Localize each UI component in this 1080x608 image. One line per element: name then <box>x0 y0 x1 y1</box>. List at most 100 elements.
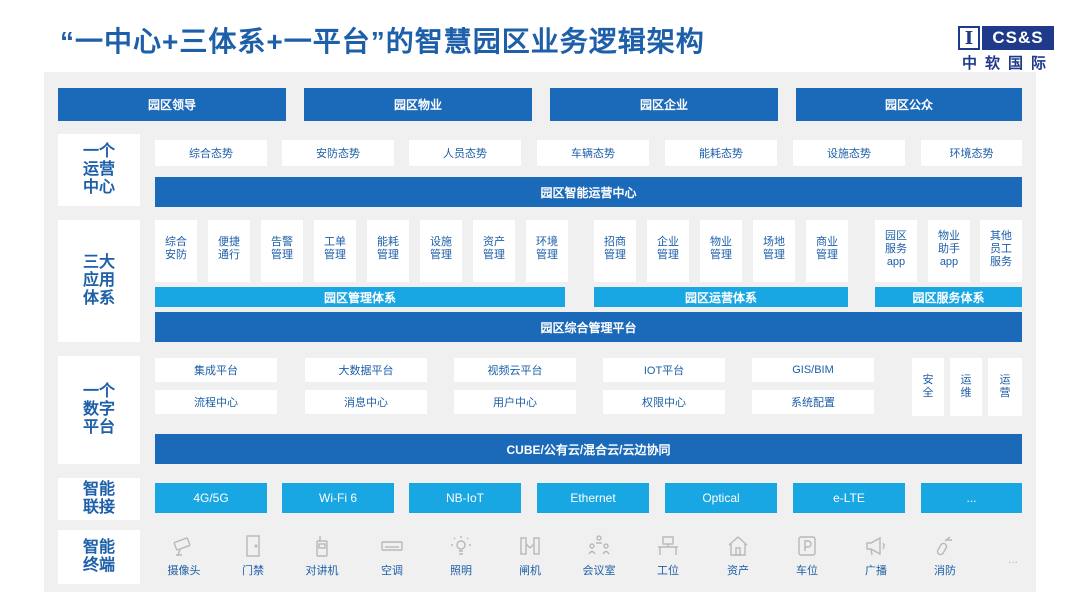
terminal-label: 照明 <box>450 565 472 577</box>
terminal-asset: 资产 <box>708 532 768 588</box>
app-asset: 资产 管理 <box>473 220 515 282</box>
fire-extinguisher-icon <box>936 536 952 556</box>
connect-more: ... <box>921 483 1022 513</box>
terminal-broadcast: 广播 <box>846 532 906 588</box>
integrated-management-platform-bar: 园区综合管理平台 <box>155 312 1022 342</box>
terminal-walkie-talkie: 对讲机 <box>292 532 352 588</box>
app-property: 物业 管理 <box>700 220 742 282</box>
ops-item-people: 人员态势 <box>409 140 521 166</box>
park-service-system: 园区服务体系 <box>875 287 1022 307</box>
platform-iot: IOT平台 <box>603 358 725 382</box>
app-park-service: 园区 服务 app <box>875 220 917 282</box>
security-box: 安 全 <box>912 358 944 416</box>
logo-chinese-name: 中软国际 <box>961 55 1054 72</box>
terminal-label: 空调 <box>381 565 403 577</box>
terminal-label: 资产 <box>727 565 749 577</box>
app-property-assistant: 物业 助手 app <box>928 220 970 282</box>
ops-item-security: 安防态势 <box>282 140 394 166</box>
app-environment: 环境 管理 <box>526 220 568 282</box>
connect-4g5g: 4G/5G <box>155 483 267 513</box>
digital-platform-label: 一个 数字 平台 <box>58 356 140 464</box>
operations-box: 运 营 <box>988 358 1022 416</box>
terminal-camera: 摄像头 <box>154 532 214 588</box>
asset-icon <box>728 536 748 556</box>
center-workflow: 流程中心 <box>155 390 277 414</box>
maintenance-box: 运 维 <box>950 358 982 416</box>
connect-wifi6: Wi-Fi 6 <box>282 483 394 513</box>
terminal-label: 闸机 <box>519 565 541 577</box>
logo-mark: I <box>958 26 980 50</box>
terminal-air-conditioner: 空调 <box>362 532 422 588</box>
ops-item-energy: 能耗态势 <box>665 140 777 166</box>
terminal-lighting: 照明 <box>431 532 491 588</box>
camera-icon <box>173 537 191 556</box>
terminal-label: 工位 <box>657 565 679 577</box>
terminal-meeting-room: 会议室 <box>569 532 629 588</box>
air-conditioner-icon <box>381 541 403 551</box>
terminal-parking: 车位 <box>777 532 837 588</box>
meeting-room-icon <box>588 535 610 555</box>
park-operation-system: 园区运营体系 <box>594 287 848 307</box>
terminal-label: 门禁 <box>242 565 264 577</box>
app-access: 便捷 通行 <box>208 220 250 282</box>
workstation-icon <box>658 536 678 555</box>
terminal-label: 消防 <box>934 565 956 577</box>
terminal-label: 摄像头 <box>167 565 201 577</box>
park-management-system: 园区管理体系 <box>155 287 565 307</box>
app-energy: 能耗 管理 <box>367 220 409 282</box>
terminal-workstation: 工位 <box>638 532 698 588</box>
role-public: 园区公众 <box>796 88 1022 121</box>
ops-item-facility: 设施态势 <box>793 140 905 166</box>
ops-item-vehicle: 车辆态势 <box>537 140 649 166</box>
terminal-door: 门禁 <box>223 532 283 588</box>
terminal-fire-extinguisher: 消防 <box>915 532 975 588</box>
platform-gis-bim: GIS/BIM <box>752 358 874 382</box>
role-park-leader: 园区领导 <box>58 88 286 121</box>
terminal-label: 车位 <box>796 565 818 577</box>
app-alarm: 告警 管理 <box>261 220 303 282</box>
role-property: 园区物业 <box>304 88 532 121</box>
walkie-talkie-icon <box>316 536 328 557</box>
connect-nb-iot: NB-IoT <box>409 483 521 513</box>
app-enterprise: 企业 管理 <box>647 220 689 282</box>
app-commerce: 商业 管理 <box>806 220 848 282</box>
smart-terminal-label: 智能 终端 <box>58 530 140 584</box>
terminal-label: 广播 <box>865 565 887 577</box>
ops-center-label: 一个 运营 中心 <box>58 134 140 206</box>
app-staff-service: 其他 员工 服务 <box>980 220 1022 282</box>
app-investment: 招商 管理 <box>594 220 636 282</box>
center-user: 用户中心 <box>454 390 576 414</box>
cs-and-s-logo: I CS&S 中软国际 <box>958 26 1058 72</box>
terminal-more: ... <box>1008 552 1019 566</box>
logo-text: CS&S <box>982 26 1054 50</box>
ops-item-overall: 综合态势 <box>155 140 267 166</box>
role-enterprise: 园区企业 <box>550 88 778 121</box>
ops-item-environment: 环境态势 <box>921 140 1022 166</box>
broadcast-icon <box>866 536 885 556</box>
light-icon <box>451 536 471 555</box>
app-systems-label: 三大 应用 体系 <box>58 220 140 342</box>
connect-e-lte: e-LTE <box>793 483 905 513</box>
door-icon <box>246 535 260 557</box>
smart-connect-label: 智能 联接 <box>58 478 140 520</box>
platform-video-cloud: 视频云平台 <box>454 358 576 382</box>
center-permission: 权限中心 <box>603 390 725 414</box>
gate-icon <box>520 537 540 555</box>
connect-ethernet: Ethernet <box>537 483 649 513</box>
page-title: “一中心+三体系+一平台”的智慧园区业务逻辑架构 <box>60 26 705 57</box>
app-work-order: 工单 管理 <box>314 220 356 282</box>
cloud-infrastructure-bar: CUBE/公有云/混合云/云边协同 <box>155 434 1022 464</box>
center-config: 系统配置 <box>752 390 874 414</box>
terminal-gate: 闸机 <box>500 532 560 588</box>
connect-optical: Optical <box>665 483 777 513</box>
platform-big-data: 大数据平台 <box>305 358 427 382</box>
center-message: 消息中心 <box>305 390 427 414</box>
platform-integration: 集成平台 <box>155 358 277 382</box>
parking-icon <box>798 536 816 556</box>
smart-ops-center-bar: 园区智能运营中心 <box>155 177 1022 207</box>
app-facility: 设施 管理 <box>420 220 462 282</box>
app-venue: 场地 管理 <box>753 220 795 282</box>
app-security: 综合 安防 <box>155 220 197 282</box>
terminal-label: 对讲机 <box>305 565 339 577</box>
terminal-label: 会议室 <box>582 565 616 577</box>
